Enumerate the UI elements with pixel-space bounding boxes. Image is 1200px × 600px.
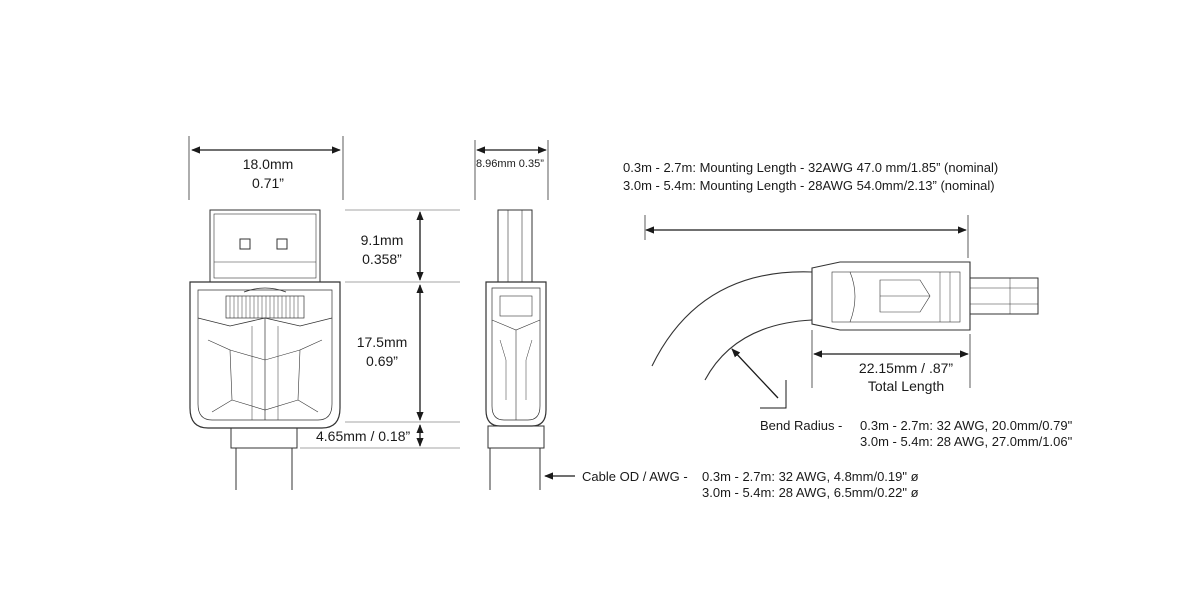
- width-mm: 18.0mm: [242, 156, 294, 172]
- width-in: 0.71”: [252, 175, 284, 191]
- total-length-label: 22.15mm / .87” Total Length: [838, 360, 974, 394]
- body-height-in: 0.69”: [366, 353, 398, 369]
- cable-od-line1: 0.3m - 2.7m: 32 AWG, 4.8mm/0.19" ø: [702, 469, 919, 484]
- side-thickness-label: 8.96mm 0.35”: [476, 158, 544, 170]
- mounting-length-label: 0.3m - 2.7m: Mounting Length - 32AWG 47.…: [623, 160, 998, 194]
- strain-relief-label: 4.65mm / 0.18”: [316, 428, 411, 444]
- body-height-mm: 17.5mm: [356, 334, 408, 350]
- front-dimension-lines: [191, 146, 460, 449]
- bend-radius-line1: 0.3m - 2.7m: 32 AWG, 20.0mm/0.79": [860, 418, 1073, 433]
- bent-dimension-lines: [645, 226, 969, 409]
- tip-height-mm: 9.1mm: [360, 232, 404, 248]
- bend-radius-values: 0.3m - 2.7m: 32 AWG, 20.0mm/0.79" 3.0m -…: [860, 418, 1072, 450]
- cable-od-line2: 3.0m - 5.4m: 28 AWG, 6.5mm/0.22" ø: [702, 485, 919, 500]
- tip-height-label: 9.1mm 0.358”: [348, 232, 416, 267]
- bend-radius-title: Bend Radius -: [760, 418, 843, 433]
- mounting-length-line2: 3.0m - 5.4m: Mounting Length - 28AWG 54.…: [623, 178, 995, 193]
- total-length-value: 22.15mm / .87”: [858, 360, 954, 376]
- bent-cable-connector: [644, 215, 1039, 388]
- front-view-connector: [188, 136, 344, 490]
- side-dimension-lines: [476, 146, 575, 480]
- tip-height-in: 0.358”: [362, 251, 402, 267]
- total-length-caption: Total Length: [867, 378, 945, 394]
- cable-od-title: Cable OD / AWG -: [582, 469, 688, 484]
- mounting-length-line1: 0.3m - 2.7m: Mounting Length - 32AWG 47.…: [623, 160, 999, 175]
- cable-od-values: 0.3m - 2.7m: 32 AWG, 4.8mm/0.19" ø 3.0m …: [702, 469, 919, 501]
- body-height-label: 17.5mm 0.69”: [348, 334, 416, 369]
- bend-radius-line2: 3.0m - 5.4m: 28 AWG, 27.0mm/1.06": [860, 434, 1073, 449]
- width-label: 18.0mm 0.71”: [218, 156, 318, 191]
- side-view-connector: [474, 140, 549, 490]
